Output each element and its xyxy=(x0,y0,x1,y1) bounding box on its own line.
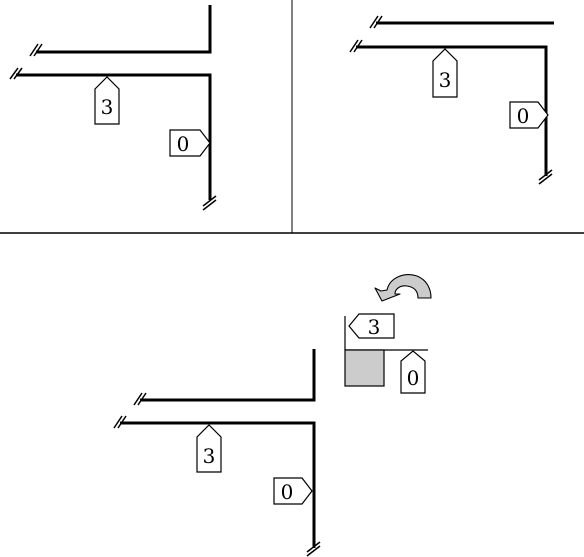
break-mark xyxy=(353,39,363,53)
upper-corridor-line xyxy=(140,349,316,402)
break-mark xyxy=(202,195,217,207)
left-arrow-tag xyxy=(348,313,395,339)
lower-corridor-line xyxy=(356,45,548,176)
upper-corridor-line xyxy=(36,5,212,54)
break-mark xyxy=(29,43,39,57)
panel-top-right: 3 0 xyxy=(349,15,554,185)
up-arrow-tag xyxy=(196,424,222,473)
right-arrow-tag-label: 0 xyxy=(281,480,294,504)
lower-corridor-line xyxy=(16,73,212,200)
break-mark xyxy=(33,43,43,57)
break-mark xyxy=(538,169,553,181)
shaded-square xyxy=(344,349,385,387)
lower-corridor-line xyxy=(120,421,316,548)
break-mark xyxy=(13,67,23,80)
break-mark xyxy=(133,392,143,406)
break-mark xyxy=(349,39,359,53)
up-arrow-tag-label: 0 xyxy=(407,366,420,390)
right-arrow-tag xyxy=(273,477,313,505)
panel-top-left: 3 0 xyxy=(9,5,217,211)
left-arrow-tag-label: 3 xyxy=(368,315,381,339)
right-arrow-tag xyxy=(169,129,211,157)
curved-arrow-icon xyxy=(374,274,432,302)
right-arrow-tag-label: 0 xyxy=(517,104,530,128)
up-arrow-tag-label: 3 xyxy=(101,95,114,119)
break-mark xyxy=(306,545,321,557)
break-mark xyxy=(113,415,123,429)
break-mark xyxy=(202,199,217,211)
up-arrow-tag-label: 3 xyxy=(439,68,452,92)
panel-bottom: 3 0 xyxy=(113,349,321,557)
break-mark xyxy=(137,392,147,406)
break-mark xyxy=(9,67,19,80)
up-arrow-tag-label: 3 xyxy=(203,444,216,468)
rotation-legend: 3 0 xyxy=(344,274,432,394)
break-mark xyxy=(369,15,379,29)
up-arrow-tag xyxy=(94,76,120,125)
right-arrow-tag xyxy=(509,101,549,129)
right-arrow-tag-label: 0 xyxy=(177,132,190,156)
up-arrow-tag xyxy=(432,48,458,98)
break-mark xyxy=(538,173,553,185)
break-mark xyxy=(117,415,127,429)
break-mark xyxy=(306,541,321,553)
break-mark xyxy=(373,15,383,29)
up-arrow-tag xyxy=(400,350,426,394)
